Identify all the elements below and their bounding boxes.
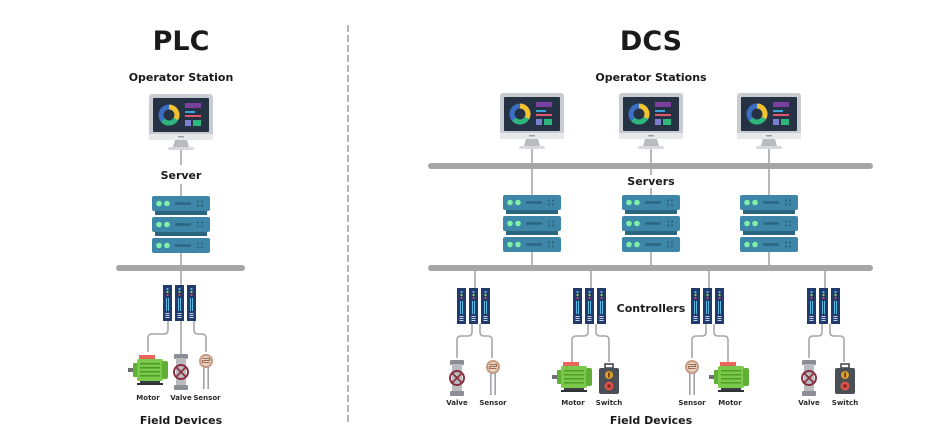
dcs-control-bus — [428, 265, 873, 271]
monitor-icon — [149, 94, 213, 150]
motor-icon — [552, 362, 592, 392]
device-label: Valve — [446, 399, 468, 407]
valve-icon — [449, 359, 465, 397]
plc-network-bus — [116, 265, 245, 271]
plc-server-label: Server — [161, 169, 202, 182]
device-label: Valve — [798, 399, 820, 407]
server-icon — [503, 195, 561, 252]
controller-icon — [691, 288, 724, 324]
switch-icon — [598, 363, 620, 395]
dcs-operator-bus — [428, 163, 873, 169]
device-label: Valve — [170, 394, 192, 402]
dcs-field-devices-label: Field Devices — [610, 414, 693, 427]
monitor-icon — [619, 93, 683, 149]
server-icon — [740, 195, 798, 252]
server-icon — [152, 196, 210, 253]
plc-section: PLC Operator Station Server Motor Valve … — [116, 26, 245, 427]
sensor-icon — [198, 353, 214, 390]
monitor-icon — [500, 93, 564, 149]
device-label: Switch — [596, 399, 622, 407]
dcs-operator-stations-label: Operator Stations — [595, 71, 707, 84]
controller-icon — [807, 288, 840, 324]
motor-icon — [128, 355, 168, 385]
device-label: Motor — [718, 399, 742, 407]
plc-field-devices-label: Field Devices — [140, 414, 223, 427]
motor-icon — [709, 362, 749, 392]
device-label: Sensor — [678, 399, 706, 407]
controller-icon — [457, 288, 490, 324]
sensor-icon — [485, 359, 501, 396]
device-label: Sensor — [479, 399, 507, 407]
device-label: Motor — [561, 399, 585, 407]
switch-icon — [834, 363, 856, 395]
plc-title: PLC — [153, 26, 210, 57]
device-label: Sensor — [193, 394, 221, 402]
dcs-title: DCS — [620, 26, 682, 57]
server-icon — [622, 195, 680, 252]
plc-operator-station-label: Operator Station — [129, 71, 234, 84]
valve-icon — [801, 359, 817, 397]
controller-icon — [163, 285, 196, 321]
device-label: Switch — [832, 399, 858, 407]
sensor-icon — [684, 359, 700, 396]
dcs-controllers-label: Controllers — [617, 302, 686, 315]
dcs-servers-label: Servers — [627, 175, 675, 188]
controller-icon — [573, 288, 606, 324]
valve-icon — [173, 353, 189, 391]
monitor-icon — [737, 93, 801, 149]
dcs-section: DCS Operator Stations Servers Controll — [428, 26, 873, 427]
device-label: Motor — [136, 394, 160, 402]
